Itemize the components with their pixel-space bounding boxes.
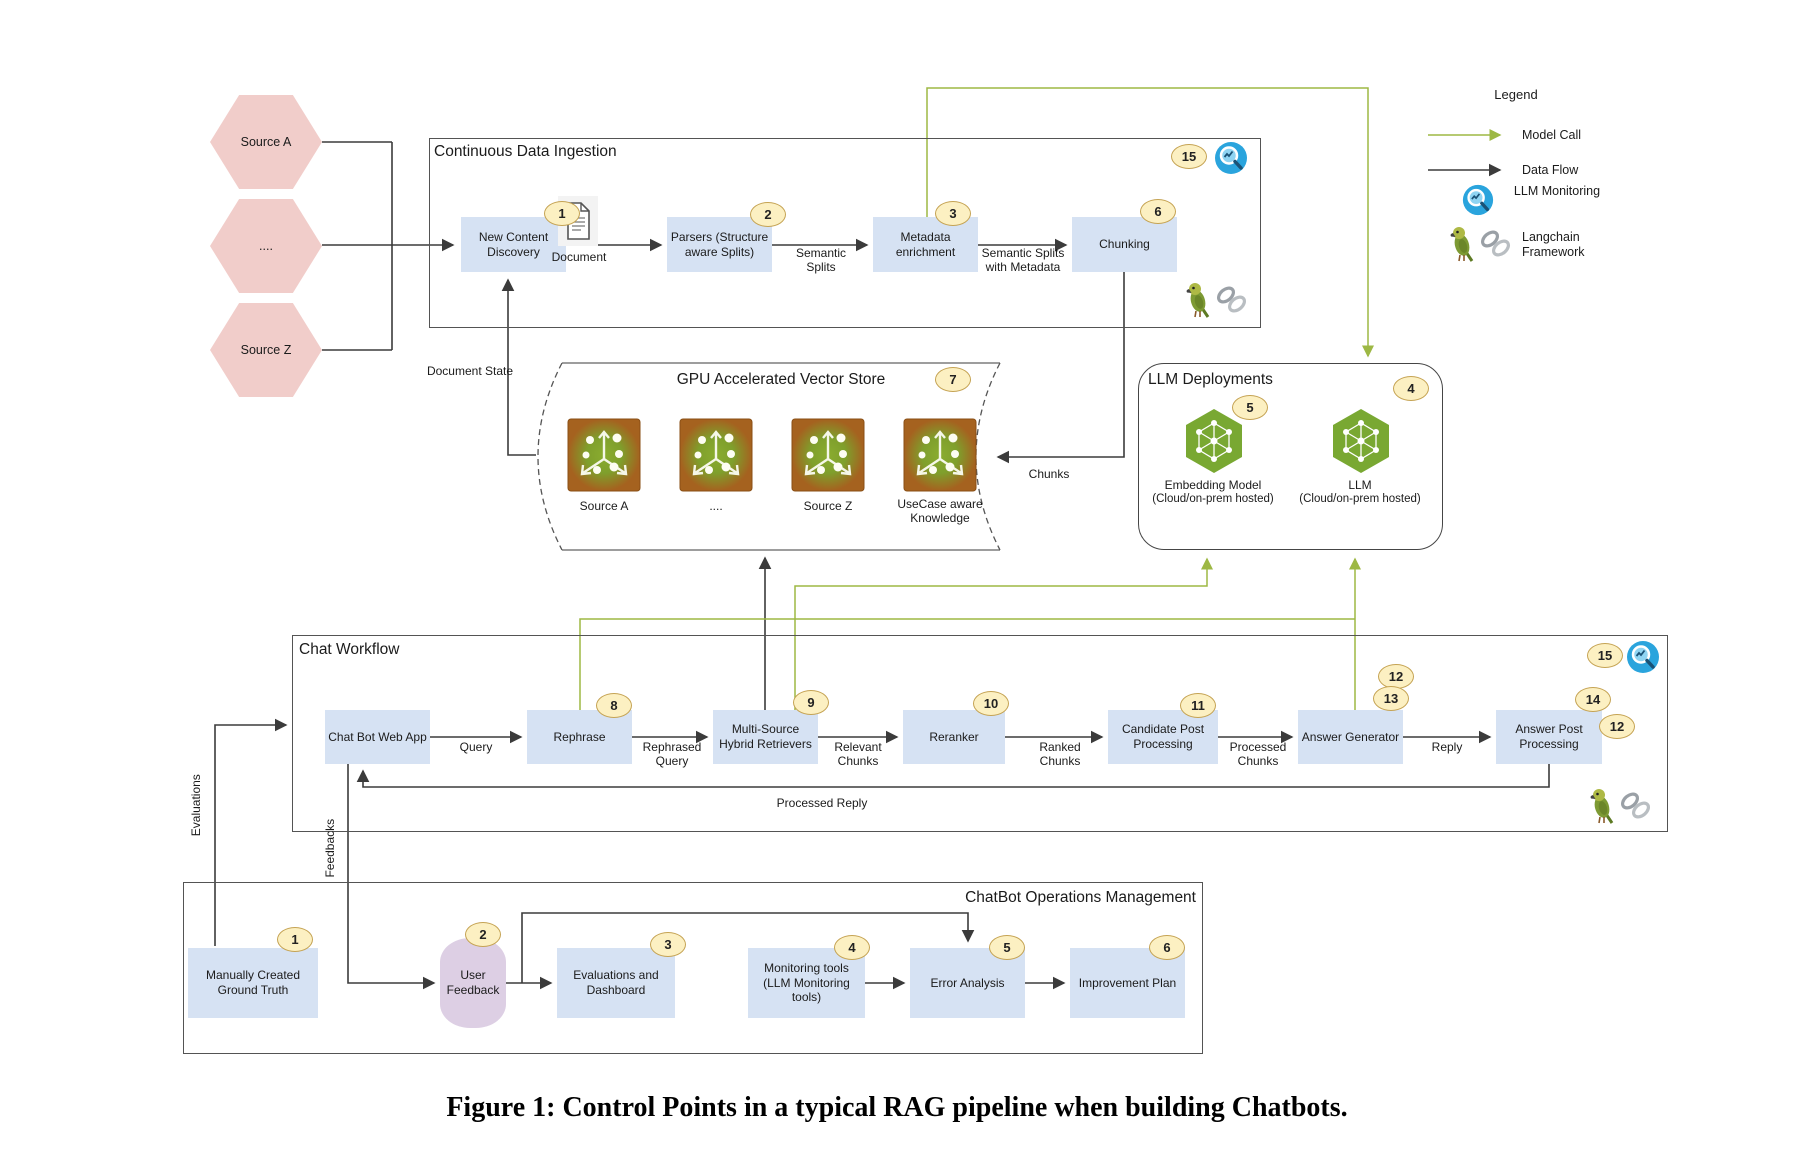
badge-generator: 13 xyxy=(1373,686,1409,711)
parsers-node: Parsers (Structure aware Splits) xyxy=(667,217,772,272)
processed-chunks-label: Processed Chunks xyxy=(1229,740,1287,769)
langchain-icon-legend xyxy=(1450,227,1511,262)
processed-reply-label: Processed Reply xyxy=(776,796,868,810)
llm-monitoring-icon-chat xyxy=(1627,641,1659,673)
badge-embedding: 5 xyxy=(1232,395,1268,420)
badge-error: 5 xyxy=(989,935,1025,960)
relevant-chunks-label: Relevant Chunks xyxy=(834,740,882,769)
legend-langchain-label: Langchain Framework xyxy=(1522,230,1585,259)
badge-ingestion-monitor: 15 xyxy=(1171,144,1207,169)
langchain-icon-chat xyxy=(1590,789,1651,824)
chatbot-web-app-node: Chat Bot Web App xyxy=(325,710,430,764)
badge-metadata: 3 xyxy=(935,201,971,226)
llm-deployments-title: LLM Deployments xyxy=(1148,371,1273,388)
reply-label: Reply xyxy=(1431,740,1463,754)
badge-ground-truth: 1 xyxy=(277,927,313,952)
legend-title: Legend xyxy=(1494,87,1538,102)
user-feedback-node: User Feedback xyxy=(440,938,506,1028)
badge-post-alt: 12 xyxy=(1599,714,1635,739)
metadata-enrichment-node: Metadata enrichment xyxy=(873,217,978,272)
badge-retrievers: 9 xyxy=(793,690,829,715)
candidate-post-processing-node: Candidate Post Processing xyxy=(1108,710,1218,764)
vector-index-mid-icon xyxy=(679,418,753,492)
source-mid-hexagon: .... xyxy=(210,199,322,293)
semantic-splits-label: Semantic Splits xyxy=(795,246,847,275)
llm-label: LLM xyxy=(1348,478,1372,492)
llm-deployments-box xyxy=(1138,363,1443,550)
badge-improvement: 6 xyxy=(1149,935,1185,960)
badge-post: 14 xyxy=(1575,687,1611,712)
source-a-label: Source A xyxy=(240,135,292,149)
badge-chat-monitor: 15 xyxy=(1587,643,1623,668)
vs-source-a-label: Source A xyxy=(579,499,629,513)
badge-monitoring: 4 xyxy=(834,935,870,960)
vs-source-z-label: Source Z xyxy=(803,499,853,513)
ranked-chunks-label: Ranked Chunks xyxy=(1039,740,1081,769)
embedding-model-icon xyxy=(1186,409,1242,473)
chunks-label: Chunks xyxy=(1028,467,1070,481)
badge-generator-top: 12 xyxy=(1378,664,1414,689)
answer-generator-node: Answer Generator xyxy=(1298,710,1403,764)
llm-sub-label: (Cloud/on-prem hosted) xyxy=(1299,493,1421,505)
embedding-model-label: Embedding Model xyxy=(1164,478,1262,492)
badge-new-content: 1 xyxy=(544,201,580,226)
evaluations-dashboard-node: Evaluations and Dashboard xyxy=(557,948,675,1018)
source-z-hexagon: Source Z xyxy=(210,303,322,397)
legend-model-call-label: Model Call xyxy=(1522,128,1582,142)
badge-vector-store: 7 xyxy=(935,367,971,392)
llm-icon xyxy=(1333,409,1389,473)
embedding-model-sub-label: (Cloud/on-prem hosted) xyxy=(1152,493,1274,505)
vs-usecase-label: UseCase aware Knowledge xyxy=(897,497,983,526)
badge-user-feedback: 2 xyxy=(465,922,501,947)
badge-llm-deployments: 4 xyxy=(1393,376,1429,401)
reranker-node: Reranker xyxy=(903,710,1005,764)
chat-workflow-title: Chat Workflow xyxy=(299,641,400,658)
source-a-hexagon: Source A xyxy=(210,95,322,189)
new-content-discovery-node: New Content Discovery xyxy=(461,217,566,272)
vector-index-usecase-icon xyxy=(903,418,977,492)
ground-truth-node: Manually Created Ground Truth xyxy=(188,948,318,1018)
figure-caption: Figure 1: Control Points in a typical RA… xyxy=(446,1092,1348,1123)
chunking-node: Chunking xyxy=(1072,217,1177,272)
badge-parsers: 2 xyxy=(750,202,786,227)
feedbacks-vertical-label: Feedbacks xyxy=(322,818,337,878)
evaluations-vertical-label: Evaluations xyxy=(188,774,203,837)
langchain-icon-ingestion xyxy=(1186,283,1247,318)
vs-source-mid-label: .... xyxy=(709,499,723,513)
rephrase-node: Rephrase xyxy=(527,710,632,764)
vector-index-source-z-icon xyxy=(791,418,865,492)
answer-post-processing-node: Answer Post Processing xyxy=(1496,710,1602,764)
ingestion-title: Continuous Data Ingestion xyxy=(434,143,617,160)
query-label: Query xyxy=(459,740,493,754)
source-mid-label: .... xyxy=(259,239,273,253)
document-state-label: Document State xyxy=(426,364,514,378)
source-z-label: Source Z xyxy=(240,343,292,357)
badge-chunking: 6 xyxy=(1140,199,1176,224)
legend-data-flow-label: Data Flow xyxy=(1522,163,1579,177)
llm-monitoring-icon-ingestion xyxy=(1215,142,1247,174)
legend-llm-monitoring-label: LLM Monitoring xyxy=(1513,184,1601,198)
badge-rephrase: 8 xyxy=(596,693,632,718)
badge-evaluations: 3 xyxy=(650,932,686,957)
document-label: Document xyxy=(551,250,607,264)
chatbot-ops-box xyxy=(183,882,1203,1054)
llm-monitoring-icon-legend xyxy=(1462,184,1494,216)
ops-title: ChatBot Operations Management xyxy=(965,889,1196,906)
retrievers-node: Multi-Source Hybrid Retrievers xyxy=(713,710,818,764)
rephrased-query-label: Rephrased Query xyxy=(642,740,702,769)
semantic-splits-meta-label: Semantic Splits with Metadata xyxy=(981,246,1065,275)
vector-index-source-a-icon xyxy=(567,418,641,492)
badge-candidate: 11 xyxy=(1180,693,1216,718)
badge-reranker: 10 xyxy=(973,691,1009,716)
